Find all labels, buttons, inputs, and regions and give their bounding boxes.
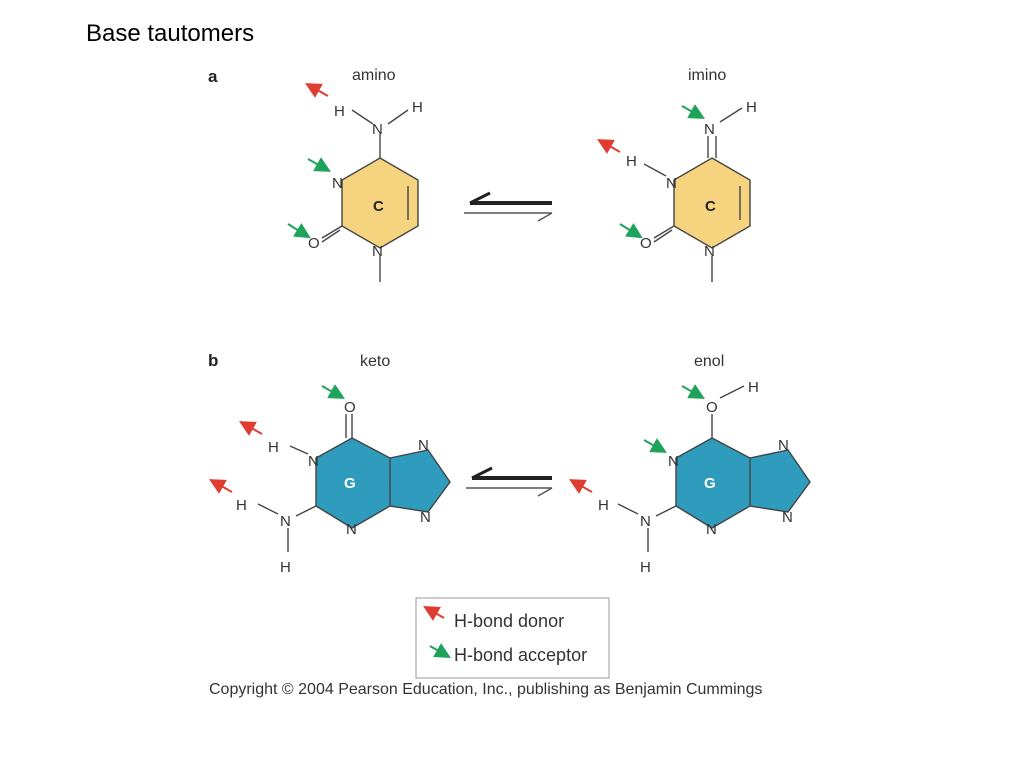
equilibrium-arrow-a [464, 191, 553, 222]
atom-n: N [308, 453, 319, 470]
donor-arrow [305, 83, 329, 98]
atom-n: N [706, 521, 717, 538]
keto-guanine: G O H N N N N N H H [209, 384, 451, 576]
legend-donor-arrow [423, 606, 445, 621]
atom-h: H [280, 559, 291, 576]
legend-acceptor-arrow [429, 643, 451, 658]
acceptor-arrow [681, 104, 705, 119]
enol-guanine: G O H N N N N N H H [569, 379, 811, 576]
atom-n: N [704, 243, 715, 260]
acceptor-arrow [287, 222, 311, 239]
atom-n: N [420, 509, 431, 526]
atom-n: N [280, 513, 291, 530]
atom-h: H [640, 559, 651, 576]
donor-arrow [239, 421, 263, 436]
imino-label: imino [688, 67, 726, 84]
guanine-ring [315, 437, 451, 529]
enol-label: enol [694, 353, 724, 370]
atom-n: N [332, 175, 343, 192]
acceptor-arrow [643, 438, 667, 453]
guanine-ring-letter: G [704, 475, 716, 492]
atom-o: O [640, 235, 652, 252]
amino-cytosine: C N H H N O N [287, 83, 423, 282]
panel-a-letter: a [208, 67, 218, 86]
acceptor-arrow [321, 384, 345, 399]
legend-box [415, 597, 610, 679]
atom-n: N [666, 175, 677, 192]
atom-h: H [236, 497, 247, 514]
slide-title: Base tautomers [86, 20, 255, 47]
atom-h: H [746, 99, 757, 116]
imino-cytosine: C N H H N O N [597, 99, 757, 282]
donor-arrow [209, 479, 233, 494]
atom-n: N [372, 121, 383, 138]
atom-n: N [704, 121, 715, 138]
acceptor-arrow [681, 384, 705, 399]
atom-h: H [598, 497, 609, 514]
cytosine-ring [341, 157, 419, 249]
legend: H-bond donor H-bond acceptor [415, 597, 610, 679]
atom-h: H [748, 379, 759, 396]
atom-n: N [346, 521, 357, 538]
donor-arrow [569, 479, 593, 494]
atom-n: N [418, 437, 429, 454]
donor-arrow [597, 139, 621, 154]
equilibrium-arrow-b [466, 466, 553, 497]
legend-donor-label: H-bond donor [454, 611, 564, 631]
guanine-ring [675, 437, 811, 529]
atom-n: N [668, 453, 679, 470]
acceptor-arrow [307, 157, 331, 172]
keto-label: keto [360, 353, 390, 370]
amino-label: amino [352, 67, 396, 84]
copyright-notice: Copyright © 2004 Pearson Education, Inc.… [209, 681, 763, 698]
legend-acceptor-label: H-bond acceptor [454, 645, 587, 665]
cytosine-ring-letter: C [373, 198, 384, 215]
atom-n: N [372, 243, 383, 260]
atom-n: N [778, 437, 789, 454]
cytosine-ring [673, 157, 751, 249]
cytosine-ring-letter: C [705, 198, 716, 215]
panel-b-letter: b [208, 351, 218, 370]
atom-o: O [308, 235, 320, 252]
acceptor-arrow [619, 222, 643, 239]
atom-h: H [334, 103, 345, 120]
atom-h: H [626, 153, 637, 170]
atom-n: N [782, 509, 793, 526]
atom-h: H [412, 99, 423, 116]
atom-o: O [344, 399, 356, 416]
atom-h: H [268, 439, 279, 456]
guanine-ring-letter: G [344, 475, 356, 492]
atom-n: N [640, 513, 651, 530]
atom-o: O [706, 399, 718, 416]
